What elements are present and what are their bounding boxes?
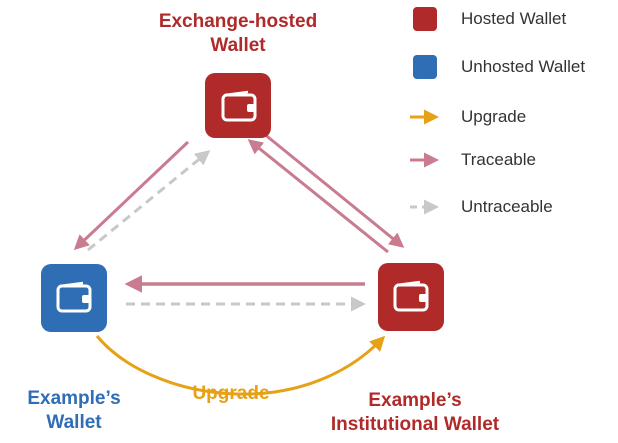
legend-unhosted-label: Unhosted Wallet: [461, 57, 586, 76]
institutional-wallet-node: [378, 263, 444, 331]
personal-wallet-title-line2: Wallet: [46, 412, 102, 433]
upgrade-label: Upgrade: [192, 383, 270, 404]
wallet-icon: [221, 90, 257, 122]
traceable-arrow-institutional-to-exchange: [247, 139, 389, 254]
traceable-arrow-exchange-to-personal: [73, 140, 190, 251]
wallet-icon: [393, 280, 429, 312]
legend-traceable-label: Traceable: [461, 150, 536, 169]
exchange-wallet-title: Exchange-hosted Wallet: [128, 10, 348, 58]
legend-upgrade-label: Upgrade: [461, 107, 527, 126]
institutional-wallet-title: Example’s Institutional Wallet: [300, 389, 530, 437]
legend-hosted-swatch: [413, 7, 437, 31]
institutional-wallet-title-line1: Example’s: [368, 390, 462, 411]
institutional-wallet-title-line2: Institutional Wallet: [330, 414, 500, 435]
legend-untraceable-label: Untraceable: [461, 197, 553, 216]
personal-wallet-title-line1: Example’s: [27, 388, 121, 409]
legend-hosted-label: Hosted Wallet: [461, 9, 567, 28]
untraceable-arrow-personal-to-exchange: [87, 150, 211, 252]
personal-wallet-node: [41, 264, 107, 332]
exchange-wallet-title-line1: Exchange-hosted: [158, 11, 318, 32]
legend-unhosted-swatch: [413, 55, 437, 79]
wallet-icon: [56, 281, 92, 313]
upgrade-arrow-personal-to-institutional: [95, 335, 386, 396]
exchange-hosted-wallet-node: [205, 73, 271, 138]
traceable-arrow-exchange-to-institutional: [262, 131, 405, 248]
exchange-wallet-title-line2: Wallet: [210, 35, 266, 56]
personal-wallet-title: Example’s Wallet: [4, 387, 144, 435]
